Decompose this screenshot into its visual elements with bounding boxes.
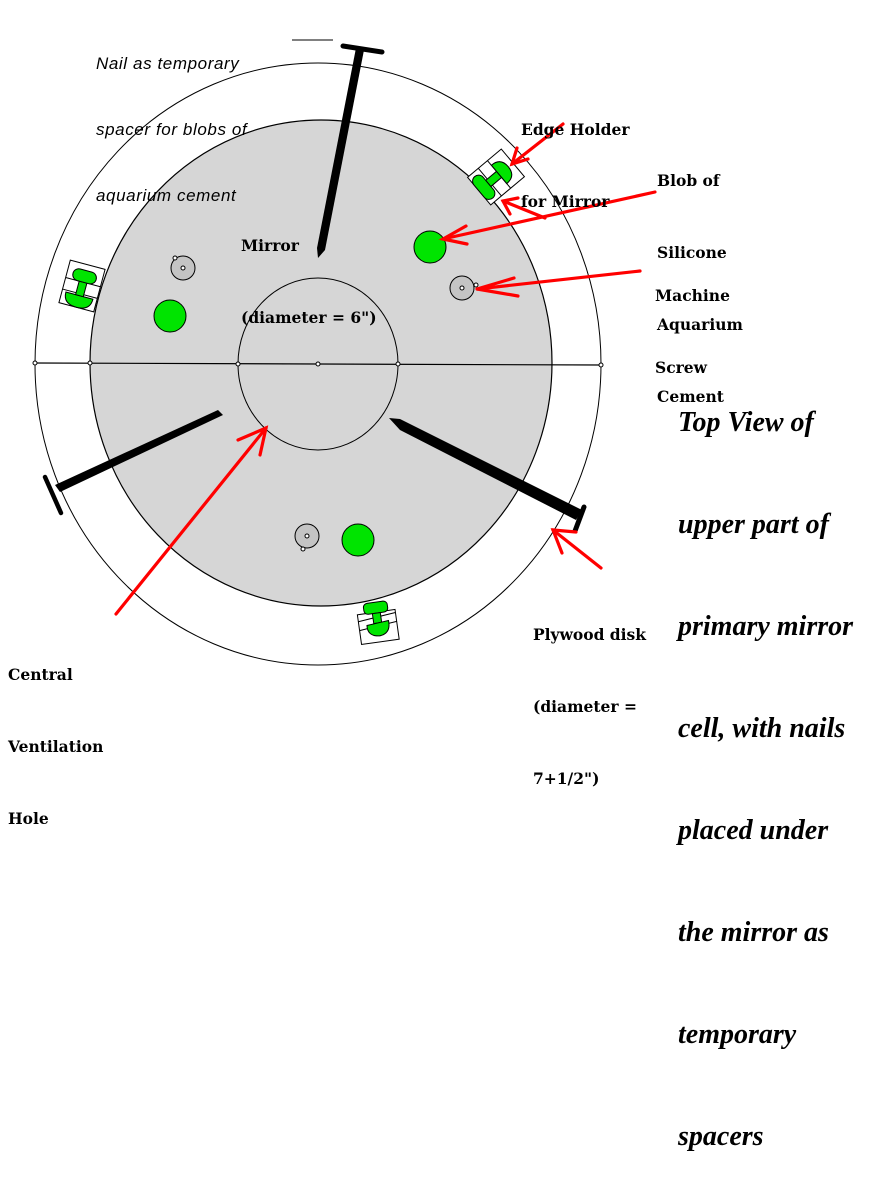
- arrow-edge-holder: [509, 122, 565, 167]
- annotation-arrows: [114, 122, 657, 616]
- title-line: upper part of: [678, 509, 829, 540]
- arrow-blob: [438, 190, 657, 246]
- text-line: 7+1/2"): [533, 769, 600, 788]
- text-line: aquarium cement: [96, 186, 237, 205]
- text-line: Aquarium: [657, 315, 743, 334]
- marker-dot: [598, 362, 604, 368]
- edge-holder: [356, 600, 400, 646]
- text-line: Silicone: [657, 243, 727, 262]
- text-line: Mirror: [241, 236, 299, 255]
- nail: [389, 418, 587, 534]
- nail-note-label: Nail as temporary spacer for blobs of aq…: [96, 9, 247, 229]
- arrow-plywood: [550, 528, 603, 570]
- text-line: for Mirror: [521, 192, 610, 211]
- machine-screw: [170, 255, 196, 281]
- machine-screws: [170, 255, 479, 552]
- mirror-cell-diagram: [32, 39, 657, 666]
- diameter-markers: [32, 360, 604, 368]
- text-line: Ventilation: [8, 737, 104, 756]
- cement-blobs: [153, 230, 447, 557]
- title-line: primary mirror: [678, 611, 854, 642]
- cement-blob: [341, 523, 375, 557]
- title-line: the mirror as: [678, 917, 829, 948]
- edge-holder: [58, 259, 106, 313]
- title-line: cell, with nails: [678, 713, 846, 744]
- cement-blob: [413, 230, 447, 264]
- text-line: Central: [8, 665, 73, 684]
- marker-dot: [32, 360, 38, 366]
- text-line: Machine: [655, 286, 730, 305]
- title-line: spacers: [678, 1121, 764, 1152]
- marker-dot: [235, 361, 241, 367]
- diagram-title: Top View of upper part of primary mirror…: [678, 338, 853, 1188]
- text-line: Hole: [8, 809, 49, 828]
- plywood-label: Plywood disk (diameter = 7+1/2"): [533, 575, 646, 815]
- arrow-vent-hole: [114, 425, 269, 616]
- title-line: placed under: [678, 815, 829, 846]
- text-line: Edge Holder: [521, 120, 630, 139]
- text-line: spacer for blobs of: [96, 120, 248, 139]
- arrow-machine-screw: [475, 269, 642, 298]
- nail: [42, 410, 223, 516]
- text-line: Nail as temporary: [96, 54, 240, 73]
- text-line: Cement: [657, 387, 724, 406]
- machine-screw: [294, 523, 320, 552]
- marker-dot: [315, 361, 321, 367]
- text-line: (diameter =: [533, 697, 637, 716]
- edge-holder-label: Edge Holder for Mirror: [521, 70, 630, 238]
- text-line: Screw: [655, 358, 708, 377]
- text-line: (diameter = 6"): [241, 308, 377, 327]
- vent-hole-label: Central Ventilation Hole: [8, 615, 103, 855]
- blob-label: Blob of Silicone Aquarium Cement: [657, 121, 743, 433]
- nail: [317, 43, 385, 258]
- text-line: Plywood disk: [533, 625, 646, 644]
- machine-screw-label: Machine Screw: [655, 236, 730, 404]
- text-line: Blob of: [657, 171, 720, 190]
- arrow-blob-holder: [500, 196, 547, 220]
- title-line: temporary: [678, 1019, 797, 1050]
- title-line: Top View of: [678, 407, 814, 438]
- edge-holder: [466, 148, 526, 206]
- marker-dot: [87, 360, 93, 366]
- mirror-label: Mirror (diameter = 6"): [241, 186, 377, 354]
- cement-blob: [153, 299, 187, 333]
- machine-screw: [449, 275, 479, 301]
- marker-dot: [395, 361, 401, 367]
